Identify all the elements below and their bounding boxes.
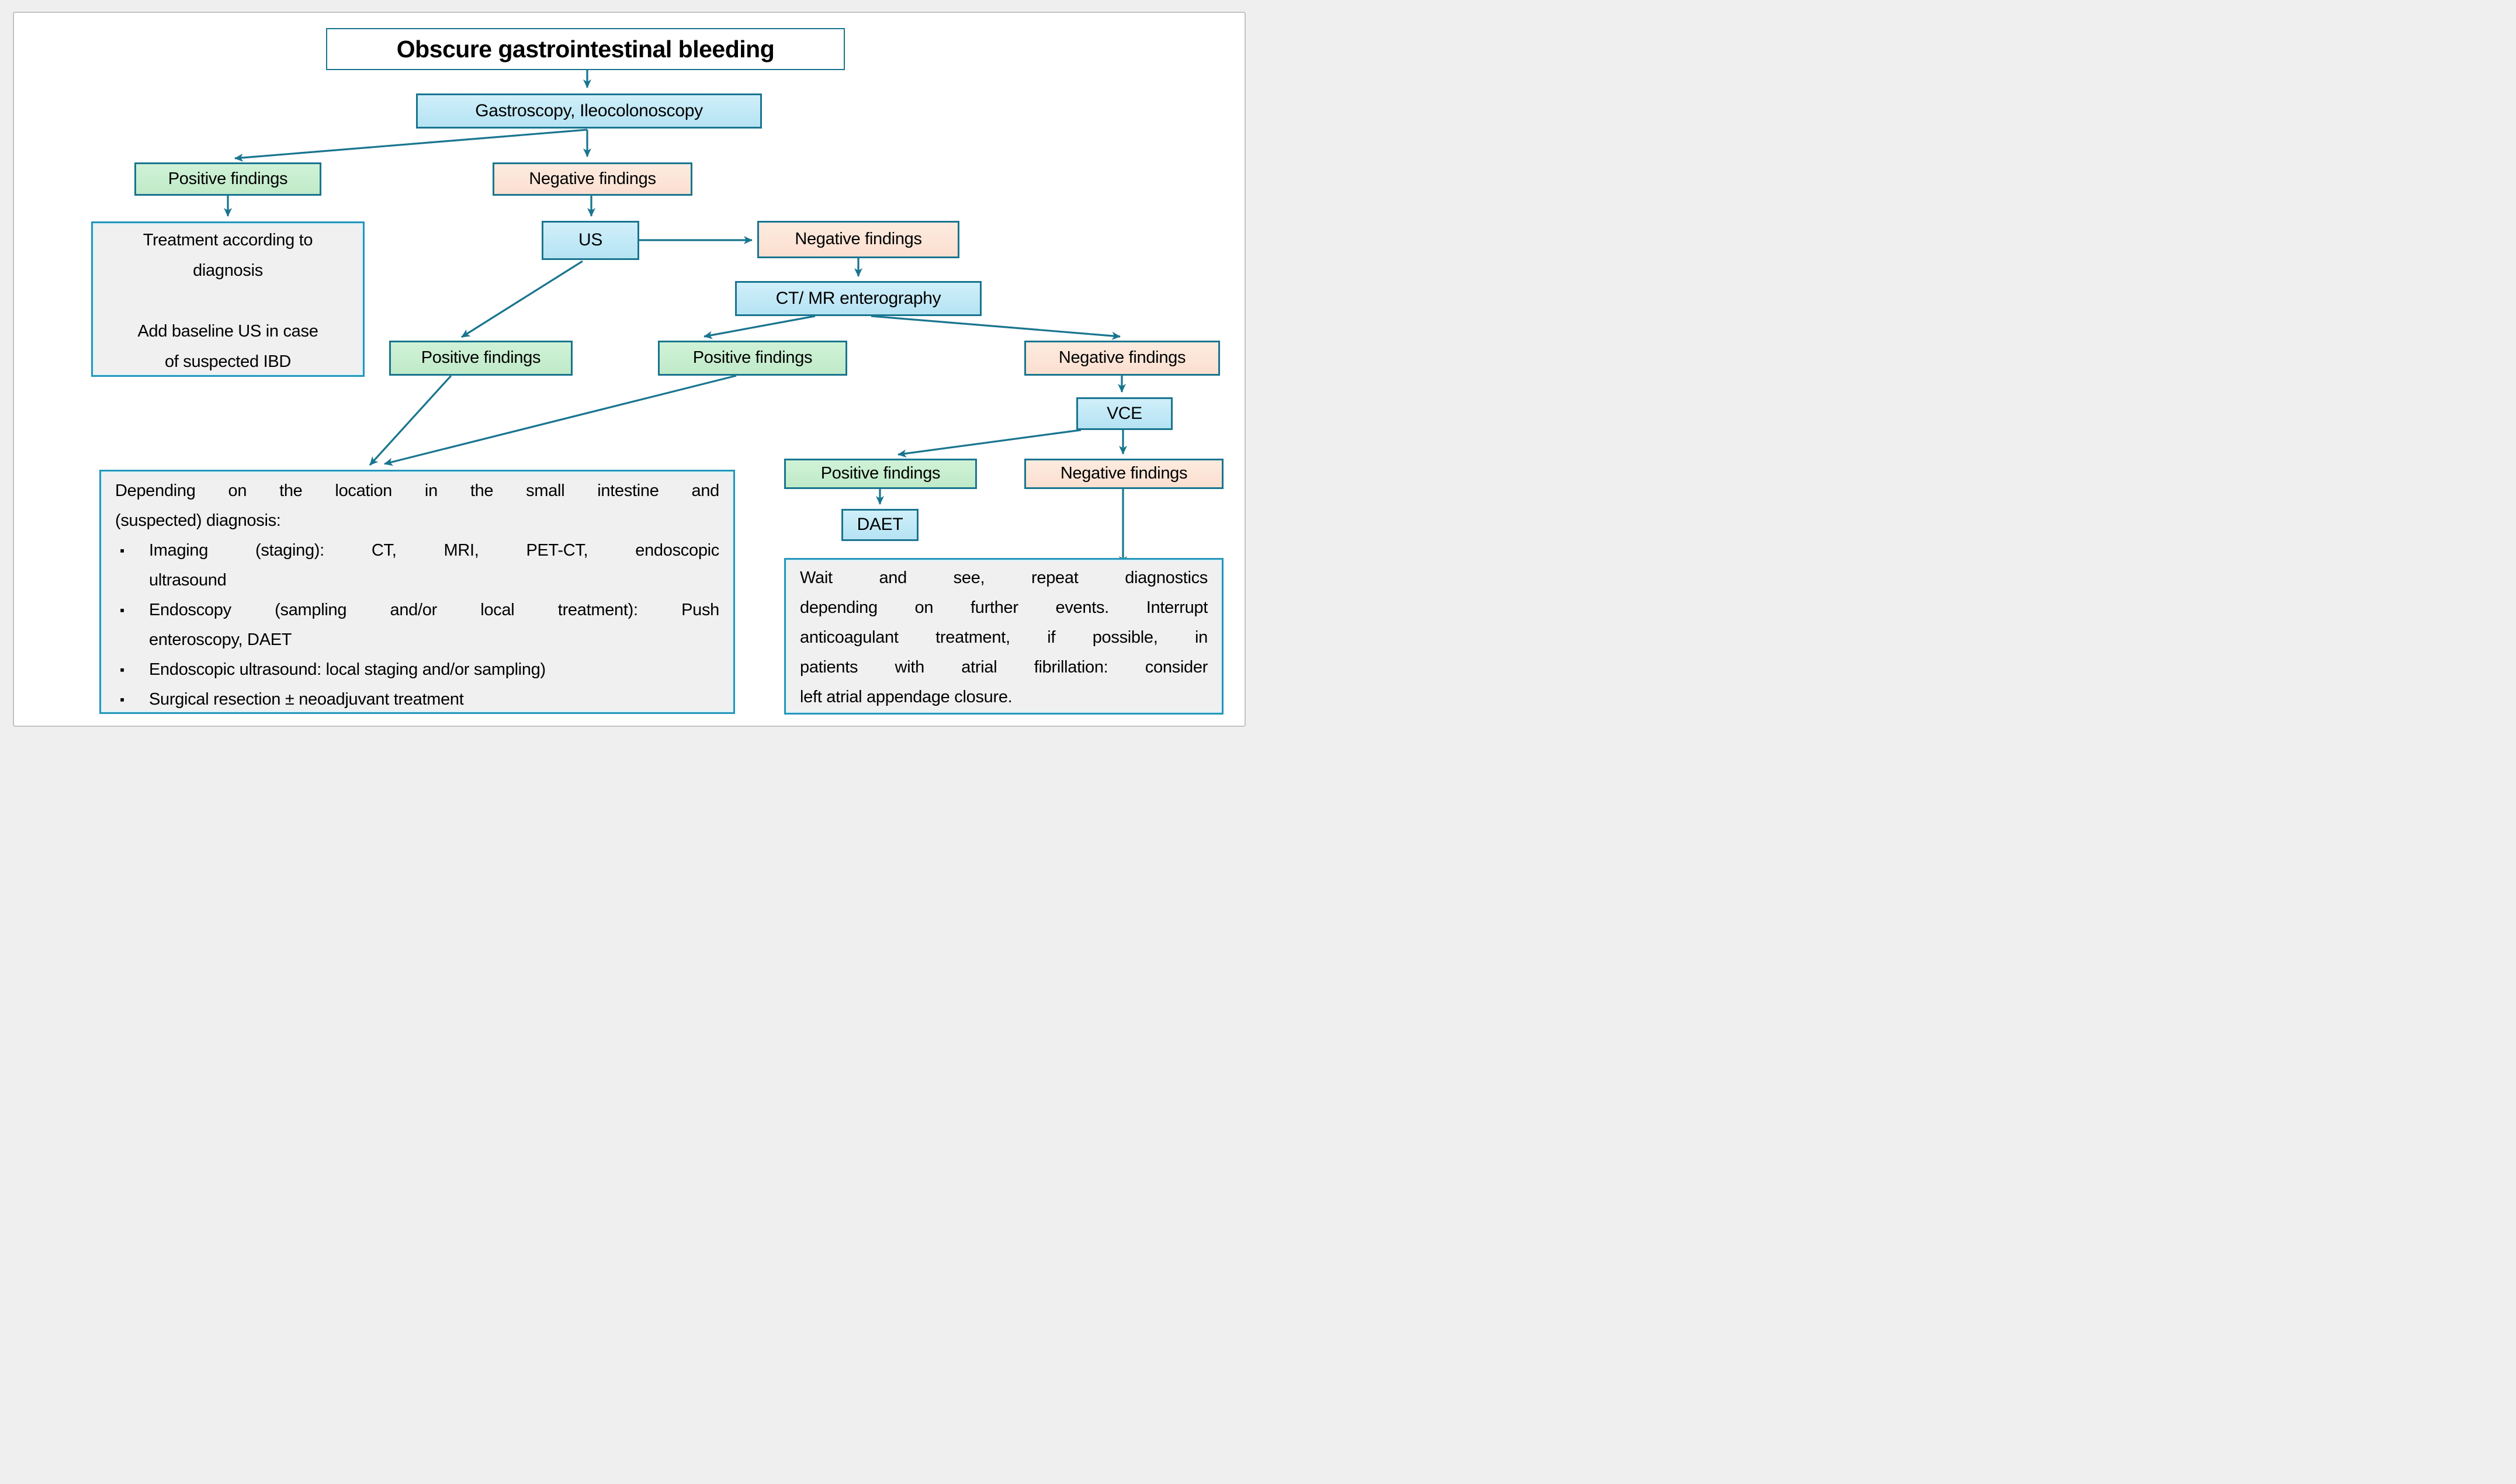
treatment-line: Add baseline US in case [137, 322, 318, 341]
blank-line [93, 286, 363, 316]
node-negative-findings-vce: Negative findings [1024, 459, 1224, 489]
node-ct-mr-enterography: CT/ MR enterography [735, 281, 982, 316]
arrow-gastroscopy-to-positive [234, 129, 588, 162]
bullet-square-icon: ▪ [120, 692, 124, 707]
bullet-line: Endoscopy (sampling and/or local treatme… [149, 601, 719, 619]
node-depending-box: Depending on the location in the small i… [99, 470, 735, 714]
bullet-line: ultrasound [149, 571, 227, 590]
depending-intro-line: (suspected) diagnosis: [115, 511, 281, 530]
node-title: Obscure gastrointestinal bleeding [326, 28, 845, 70]
node-positive-findings-ct-mr: Positive findings [658, 341, 847, 376]
node-us: US [542, 221, 639, 260]
depending-intro-line: Depending on the location in the small i… [115, 481, 719, 500]
flowchart: Obscure gastrointestinal bleeding Gastro… [0, 0, 1258, 742]
node-negative-findings-gastroscopy: Negative findings [493, 162, 692, 196]
wait-line: patients with atrial fibrillation: consi… [800, 658, 1208, 677]
node-daet: DAET [841, 509, 919, 541]
node-positive-findings-vce: Positive findings [784, 459, 977, 489]
node-vce: VCE [1076, 397, 1173, 430]
node-negative-findings-us: Negative findings [757, 221, 959, 258]
arrow-ctmr-to-positive [703, 315, 816, 339]
wait-line: anticoagulant treatment, if possible, in [800, 628, 1208, 647]
flowchart-arrows [224, 70, 1127, 565]
arrow-positive-ct-to-depending [384, 375, 737, 466]
wait-line: depending on further events. Interrupt [800, 598, 1208, 617]
node-treatment-box: Treatment according to diagnosis Add bas… [91, 221, 365, 377]
wait-line: Wait and see, repeat diagnostics [800, 568, 1208, 587]
arrow-vce-to-positive [897, 429, 1082, 458]
arrow-us-to-positive [461, 260, 583, 338]
arrow-positive-us-to-depending [369, 375, 452, 466]
bullet-square-icon: ▪ [120, 662, 124, 677]
bullet-square-icon: ▪ [120, 543, 124, 558]
node-gastroscopy-ileocolonoscopy: Gastroscopy, Ileocolonoscopy [416, 93, 762, 129]
bullet-line: enteroscopy, DAET [149, 630, 292, 649]
treatment-line: of suspected IBD [164, 352, 292, 371]
treatment-line: Treatment according to [143, 231, 313, 249]
arrow-ctmr-to-negative [871, 315, 1121, 340]
bullet-line: Endoscopic ultrasound: local staging and… [149, 660, 546, 679]
bullet-line: Imaging (staging): CT, MRI, PET-CT, endo… [149, 541, 719, 560]
treatment-line: diagnosis [193, 261, 263, 280]
bullet-square-icon: ▪ [120, 602, 124, 618]
bullet-line: Surgical resection ± neoadjuvant treatme… [149, 690, 464, 709]
list-item: ▪ Imaging (staging): CT, MRI, PET-CT, en… [115, 536, 719, 595]
node-negative-findings-ct-mr: Negative findings [1024, 341, 1220, 376]
node-positive-findings-gastroscopy: Positive findings [134, 162, 321, 196]
list-item: ▪ Endoscopy (sampling and/or local treat… [115, 595, 719, 655]
node-positive-findings-us: Positive findings [389, 341, 573, 376]
wait-line: left atrial appendage closure. [800, 688, 1013, 706]
list-item: ▪ Endoscopic ultrasound: local staging a… [115, 655, 719, 685]
node-wait-and-see-box: Wait and see, repeat diagnostics dependi… [784, 558, 1224, 715]
list-item: ▪ Surgical resection ± neoadjuvant treat… [115, 685, 719, 715]
